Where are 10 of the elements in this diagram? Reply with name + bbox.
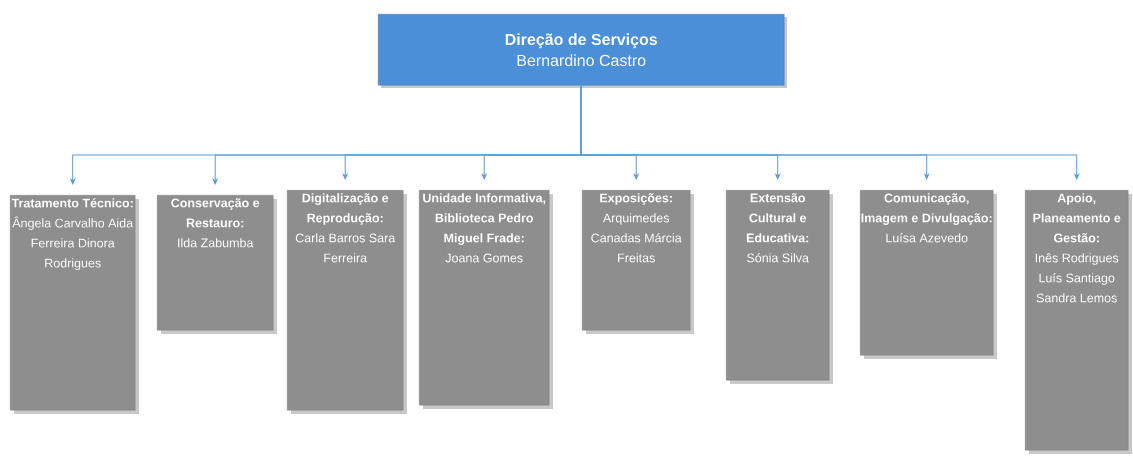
- org-box: Tratamento Técnico: Ângela Carvalho Aida Ferreira Dinora Rodrigues: [10, 195, 139, 414]
- org-box: Exposições: Arquimedes Canadas Márcia Freitas: [582, 190, 694, 334]
- org-box: Extensão Cultural e Educativa: Sónia Silva: [726, 190, 833, 384]
- org-box: Apoio, Planeamento e Gestão: Inês Rodrigues Luís Santiago Sandra Lemos: [1025, 190, 1132, 454]
- org-box: Direção de Serviços Bernardino Castro: [378, 14, 787, 88]
- org-box: Unidade Informativa, Biblioteca Pedro Miguel Frade: Joana Gomes: [419, 190, 553, 409]
- org-box: Comunicação, Imagem e Divulgação: Luísa Azevedo: [860, 190, 997, 359]
- org-box: Digitalização e Reprodução: Carla Barros Sara Ferreira: [287, 190, 407, 414]
- org-box: Conservação e Restauro: Ilda Zabumba: [157, 195, 277, 334]
- arrow: [580, 84, 1080, 180]
